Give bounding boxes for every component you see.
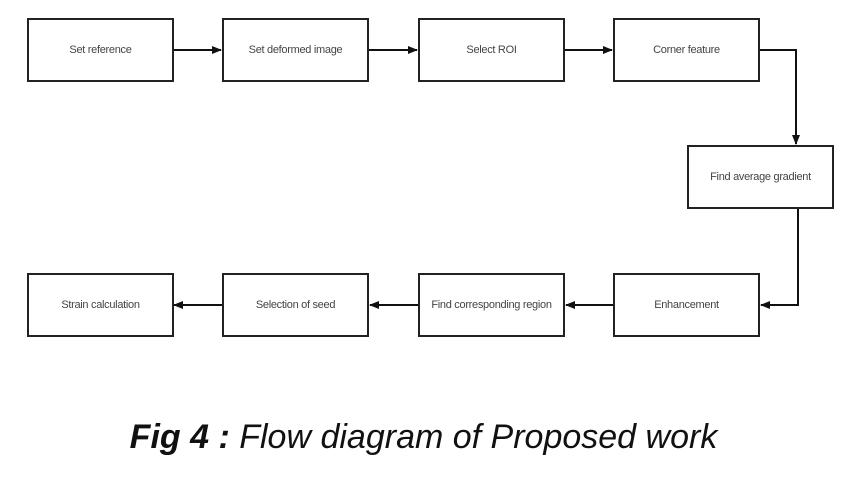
node-corner-feature: Corner feature xyxy=(613,18,760,82)
node-enhancement: Enhancement xyxy=(613,273,760,337)
node-label: Strain calculation xyxy=(61,299,140,311)
node-label: Set reference xyxy=(69,44,132,56)
node-label: Find average gradient xyxy=(710,171,811,183)
arrow-corner-feature-to-find-average-gradient xyxy=(760,49,800,145)
node-label: Enhancement xyxy=(654,299,719,311)
figure-caption: Fig 4 : Flow diagram of Proposed work xyxy=(0,418,847,457)
caption-text: Flow diagram of Proposed work xyxy=(229,418,718,456)
node-selection-of-seed: Selection of seed xyxy=(222,273,369,337)
node-select-roi: Select ROI xyxy=(418,18,565,82)
node-label: Corner feature xyxy=(653,44,720,56)
caption-figure-number: Fig 4 : xyxy=(129,418,230,456)
node-label: Find corresponding region xyxy=(431,299,552,311)
node-strain-calculation: Strain calculation xyxy=(27,273,174,337)
arrow-find-average-gradient-to-enhancement xyxy=(760,209,799,309)
node-label: Selection of seed xyxy=(255,299,336,311)
node-find-corresponding-region: Find corresponding region xyxy=(418,273,565,337)
node-label: Set deformed image xyxy=(248,44,343,56)
node-set-deformed-image: Set deformed image xyxy=(222,18,369,82)
node-set-reference: Set reference xyxy=(27,18,174,82)
node-find-average-gradient: Find average gradient xyxy=(687,145,834,209)
node-label: Select ROI xyxy=(466,44,517,56)
